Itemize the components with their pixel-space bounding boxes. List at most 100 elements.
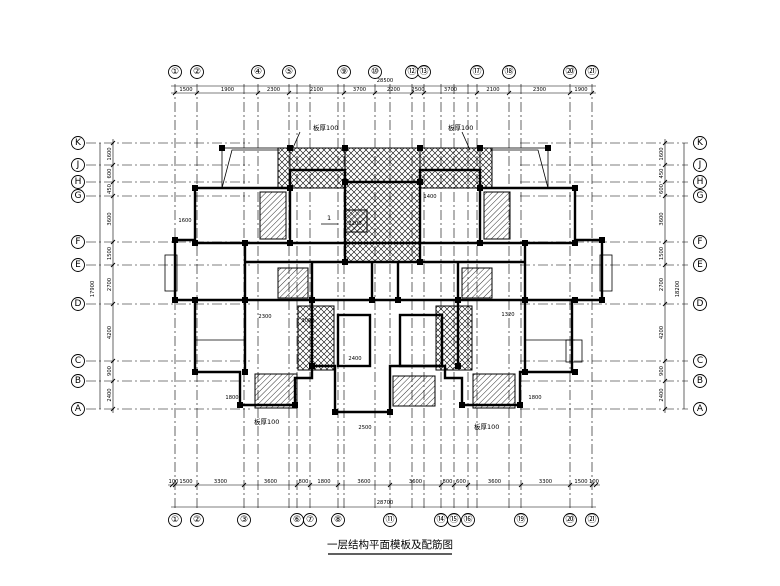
axis-bubble-label: B bbox=[697, 376, 703, 386]
dimension-label: 1900 bbox=[574, 87, 587, 93]
axis-bubble-circle bbox=[417, 65, 431, 79]
axis-bubble-label: ① bbox=[171, 515, 179, 525]
right-axis-bubble: B bbox=[693, 374, 707, 388]
axis-bubble-label: D bbox=[697, 299, 704, 309]
axis-bubble-circle bbox=[461, 513, 475, 527]
bottom-axis-bubble: ⑪ bbox=[383, 513, 397, 527]
dimension-label: 2400 bbox=[107, 388, 113, 401]
axis-bubble-label: ② bbox=[193, 515, 201, 525]
dimension-tick bbox=[409, 90, 415, 96]
room-dim: 1800 bbox=[225, 395, 238, 401]
column bbox=[242, 369, 248, 375]
axis-bubble-label: ③ bbox=[240, 515, 248, 525]
column bbox=[242, 240, 248, 246]
column bbox=[192, 297, 198, 303]
left-axis-bubble: C bbox=[71, 354, 85, 368]
dimension-label: 2500 bbox=[411, 87, 424, 93]
top-axis-bubble: ⑱ bbox=[502, 65, 516, 79]
right-axis-bubble: F bbox=[693, 235, 707, 249]
right-axis-bubble: H bbox=[693, 175, 707, 189]
axis-bubble-label: ⑩ bbox=[371, 67, 379, 77]
axis-bubble-circle bbox=[71, 175, 85, 189]
axis-bubble-label: ④ bbox=[254, 67, 262, 77]
left-axis-bubble: K bbox=[71, 136, 85, 150]
axis-bubble-circle bbox=[282, 65, 296, 79]
axis-bubble-circle bbox=[251, 65, 265, 79]
bottom-axis-bubble: ③ bbox=[237, 513, 251, 527]
room-dim: 1400 bbox=[423, 194, 436, 200]
right-axis-bubble: K bbox=[693, 136, 707, 150]
dimension-tick bbox=[387, 482, 393, 488]
dimension-tick bbox=[110, 301, 116, 307]
dimension-tick bbox=[662, 378, 668, 384]
bottom-axis-bubble: ⑧ bbox=[331, 513, 345, 527]
column bbox=[237, 402, 243, 408]
dimension-tick bbox=[194, 90, 200, 96]
axis-bubble-label: ㉑ bbox=[587, 66, 596, 77]
left-axis-bubble: D bbox=[71, 297, 85, 311]
left-axis-bubble: E bbox=[71, 258, 85, 272]
axis-bubble-circle bbox=[71, 402, 85, 416]
column bbox=[342, 259, 348, 265]
dimension-tick bbox=[241, 482, 247, 488]
top-axis-bubble: ② bbox=[190, 65, 204, 79]
axis-bubble-circle bbox=[514, 513, 528, 527]
bottom-axis-bubble: ㉑ bbox=[585, 513, 599, 527]
axis-bubble-circle bbox=[331, 513, 345, 527]
column bbox=[599, 237, 605, 243]
column bbox=[219, 145, 225, 151]
column bbox=[417, 145, 423, 151]
column bbox=[332, 409, 338, 415]
column bbox=[287, 185, 293, 191]
dimension-label: 3300 bbox=[539, 479, 552, 485]
axis-bubble-label: ⑨ bbox=[340, 67, 348, 77]
dimension-label: 2100 bbox=[486, 87, 499, 93]
dimension-tick bbox=[169, 482, 175, 488]
dimension-label: 4200 bbox=[107, 326, 113, 339]
axis-bubble-circle bbox=[563, 513, 577, 527]
dimension-tick bbox=[662, 179, 668, 185]
room-dim: 2300 bbox=[258, 314, 271, 320]
column bbox=[387, 409, 393, 415]
left-axis-bubble: A bbox=[71, 402, 85, 416]
axis-bubble-circle bbox=[71, 158, 85, 172]
axis-bubble-circle bbox=[71, 136, 85, 150]
slab-note: 板厚100 bbox=[474, 422, 499, 431]
column bbox=[522, 240, 528, 246]
axis-bubble-circle bbox=[693, 402, 707, 416]
axis-bubble-label: ⑭ bbox=[436, 514, 445, 525]
right-axis-bubble: D bbox=[693, 297, 707, 311]
dimension-tick bbox=[589, 90, 595, 96]
slab-note: 板厚100 bbox=[254, 417, 279, 426]
axis-bubble-circle bbox=[693, 354, 707, 368]
axis-bubble-label: K bbox=[697, 138, 704, 148]
right-overall-dimension: 18200 bbox=[675, 281, 681, 298]
column bbox=[309, 363, 315, 369]
column bbox=[455, 363, 461, 369]
top-axis-bubble: ⑨ bbox=[337, 65, 351, 79]
axis-bubble-label: E bbox=[697, 260, 703, 270]
dimension-label: 2700 bbox=[107, 278, 113, 291]
axis-bubble-circle bbox=[470, 65, 484, 79]
dimension-tick bbox=[567, 482, 573, 488]
right-axis-bubble: A bbox=[693, 402, 707, 416]
axis-bubble-label: ⑳ bbox=[565, 514, 574, 525]
dimension-tick bbox=[567, 90, 573, 96]
column bbox=[242, 297, 248, 303]
column bbox=[192, 185, 198, 191]
axis-bubble-label: ⑥ bbox=[293, 515, 301, 525]
column bbox=[455, 297, 461, 303]
axis-bubble-label: ⑳ bbox=[565, 66, 574, 77]
top-axis-bubble: ① bbox=[168, 65, 182, 79]
axis-bubble-label: ⑰ bbox=[472, 66, 481, 77]
dimension-tick bbox=[110, 239, 116, 245]
bottom-axis-bubble: ⑯ bbox=[461, 513, 475, 527]
dimension-label: 100 bbox=[589, 479, 599, 485]
dimension-label: 1500 bbox=[107, 247, 113, 260]
axis-bubble-label: E bbox=[75, 260, 81, 270]
dimension-label: 2700 bbox=[659, 278, 665, 291]
dimension-label: 100 bbox=[169, 479, 179, 485]
top-axis-bubble: ④ bbox=[251, 65, 265, 79]
column bbox=[477, 145, 483, 151]
axis-bubble-label: ⑲ bbox=[516, 514, 525, 525]
